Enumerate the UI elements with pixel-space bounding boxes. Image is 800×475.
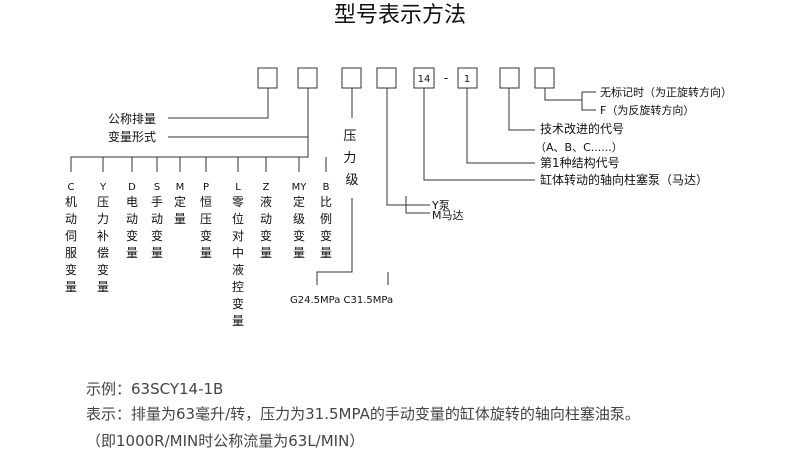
variable-type-name: 定量 (174, 194, 186, 226)
variable-type-code: Y (99, 182, 107, 193)
variable-type-code: P (203, 182, 209, 193)
variable-type-code: MY (292, 182, 308, 193)
connector-lines (70, 88, 596, 285)
label-product-type: 缸体转动的轴向柱塞泵（马达） (540, 172, 708, 187)
variable-type-name: 比例变量 (320, 195, 332, 260)
variable-type-name: 定级变量 (293, 194, 305, 260)
example-line-1: 示例：63SCY14-1B (86, 380, 224, 398)
pressure-values: G24.5MPa C31.5MPa (290, 295, 393, 306)
code-box (376, 67, 397, 89)
code-box (297, 67, 318, 89)
label-variable-form: 变量形式 (108, 129, 156, 144)
label-rotation-reverse: F（为反旋转方向） (600, 103, 694, 117)
variable-type-columns: C 机动伺服变量 Y 压力补偿变量 D 电动变量 S 手动变量 M定量 P 恒压变量 L 零位对中液控变… (65, 182, 332, 328)
label-motor: M马达 (432, 209, 464, 222)
variable-type-name: 电动变量 (126, 195, 138, 260)
variable-type-name: 机动伺服变量 (65, 195, 77, 294)
variable-type-name: 压力补偿变量 (97, 195, 109, 294)
variable-type-code: S (154, 182, 160, 193)
variable-type-name: 液动变量 (260, 194, 272, 260)
variable-type-name: 恒压变量 (200, 195, 212, 260)
code-box (257, 67, 278, 89)
code-box (534, 67, 555, 89)
variable-type-code: C (68, 182, 75, 193)
label-tech-code: 技术改进的代号 (540, 121, 624, 136)
label-tech-code-options: （A、B、C......） (535, 141, 623, 154)
variable-type-code: L (235, 182, 241, 193)
label-pressure-class: 压 力 级 (343, 129, 360, 188)
code-box-row: 14 1 - (257, 67, 555, 89)
example-line-2: 表示：排量为63毫升/转，压力为31.5MPA的手动变量的缸体旋转的轴向柱塞油泵… (86, 405, 640, 423)
variable-type-code: D (128, 182, 136, 193)
label-rotation-default: 无标记时（为正旋转方向） (600, 85, 732, 99)
code-box-text: 1 (464, 74, 470, 85)
example-line-3: （即1000R/MIN时公称流量为63L/MIN） (86, 432, 365, 450)
diagram-title: 型号表示方法 (334, 3, 466, 28)
variable-type-code: Z (263, 182, 270, 193)
code-box-text: 14 (418, 74, 431, 85)
variable-type-name: 零位对中液控变量 (232, 195, 244, 328)
code-dash: - (444, 71, 448, 85)
code-box (341, 67, 362, 89)
label-displacement: 公称排量 (108, 112, 156, 126)
label-pump: Y泵 (431, 199, 450, 212)
variable-type-name: 手动变量 (151, 195, 163, 260)
variable-type-code: M (176, 182, 185, 193)
label-structure-code: 第1种结构代号 (540, 155, 620, 170)
variable-type-code: B (323, 182, 330, 193)
code-box (499, 67, 520, 89)
